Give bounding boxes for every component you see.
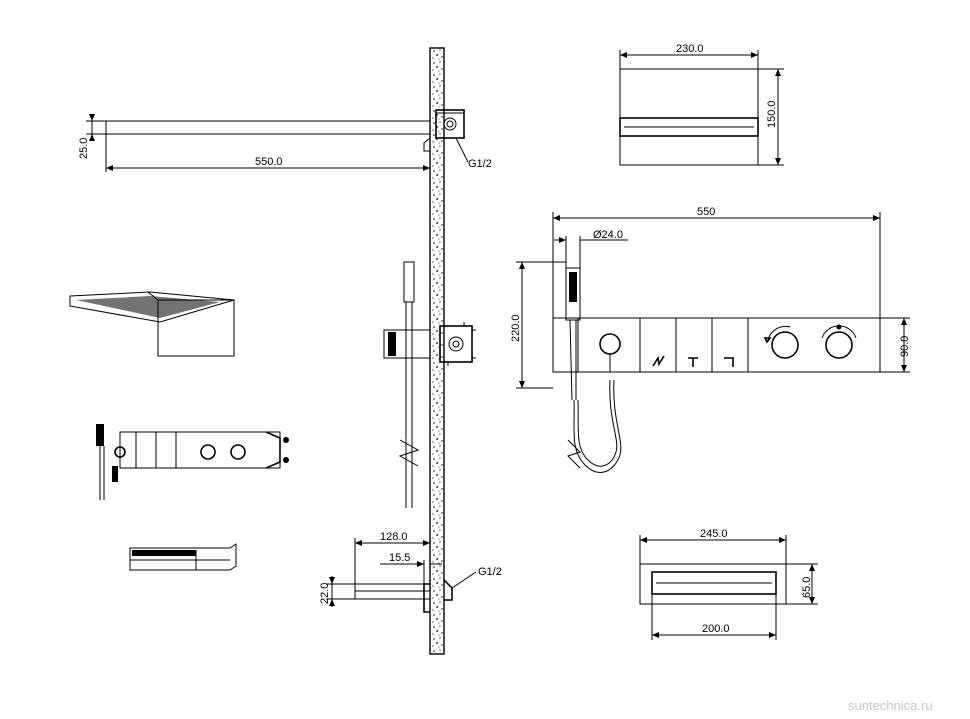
control-panel-perspective: [96, 424, 289, 500]
thread-callout-bottom: G1/2: [451, 566, 502, 589]
thread-callout-top: G1/2: [455, 137, 492, 170]
label-panel-total-height: 220.0: [510, 314, 522, 342]
label-spout-height: 65.0: [801, 577, 813, 598]
dimension-panel-length: 550: [552, 206, 881, 318]
label-overhead-thickness: 25.0: [78, 138, 90, 159]
spout-perspective: [129, 543, 237, 571]
hand-shower-icon: [565, 267, 622, 473]
dimension-overhead-thickness: 25.0: [78, 114, 106, 159]
control-panel-front-view: [552, 267, 881, 473]
dimension-spout-thickness: 22.0: [319, 576, 355, 607]
dimension-spout-offset: 15.5: [380, 552, 442, 584]
flow-knob-icon: [821, 324, 857, 359]
dimension-front-width: 230.0: [619, 43, 759, 69]
overhead-shower-button-icon: [652, 355, 665, 367]
temperature-knob-icon: [763, 325, 799, 359]
overhead-shower-front-view: [619, 68, 759, 166]
dimension-handshower-dia: Ø24.0: [554, 229, 628, 268]
dimension-front-height: 150.0: [758, 68, 784, 166]
label-front-height: 150.0: [766, 100, 778, 128]
label-front-width: 230.0: [676, 43, 704, 55]
overhead-shower-perspective: [69, 291, 235, 357]
dimension-spout-projection: 128.0: [354, 531, 431, 584]
dimension-spout-height: 65.0: [786, 563, 818, 605]
dimension-spout-inner-width: 200.0: [651, 594, 777, 640]
label-overhead-length: 550.0: [255, 156, 283, 168]
label-spout-thickness: 22.0: [319, 583, 331, 604]
dimension-panel-total-height: 220.0: [510, 261, 566, 389]
label-spout-offset: 15.5: [389, 552, 410, 564]
spout-button-icon: [724, 357, 734, 367]
dimension-spout-outer-width: 245.0: [639, 528, 787, 564]
label-spout-outer-width: 245.0: [700, 528, 728, 540]
label-handshower-dia: Ø24.0: [593, 229, 623, 241]
label-panel-height: 90.0: [899, 336, 911, 357]
watermark-text: suntechnica.ru: [848, 698, 933, 713]
label-thread-top: G1/2: [468, 158, 492, 170]
wall-section: [429, 47, 445, 655]
label-spout-projection: 128.0: [380, 531, 408, 543]
dimension-overhead-length: 550.0: [105, 134, 430, 172]
label-panel-length: 550: [697, 206, 715, 218]
spout-front-view: [639, 563, 787, 605]
overhead-shower-side-view: [105, 109, 465, 152]
hand-shower-button-icon: [688, 357, 698, 367]
spout-side-view: [354, 579, 453, 613]
hand-shower-rail-side: [383, 261, 476, 508]
dimension-panel-height: 90.0: [880, 317, 911, 373]
label-spout-inner-width: 200.0: [702, 623, 730, 635]
label-thread-bottom: G1/2: [478, 566, 502, 578]
